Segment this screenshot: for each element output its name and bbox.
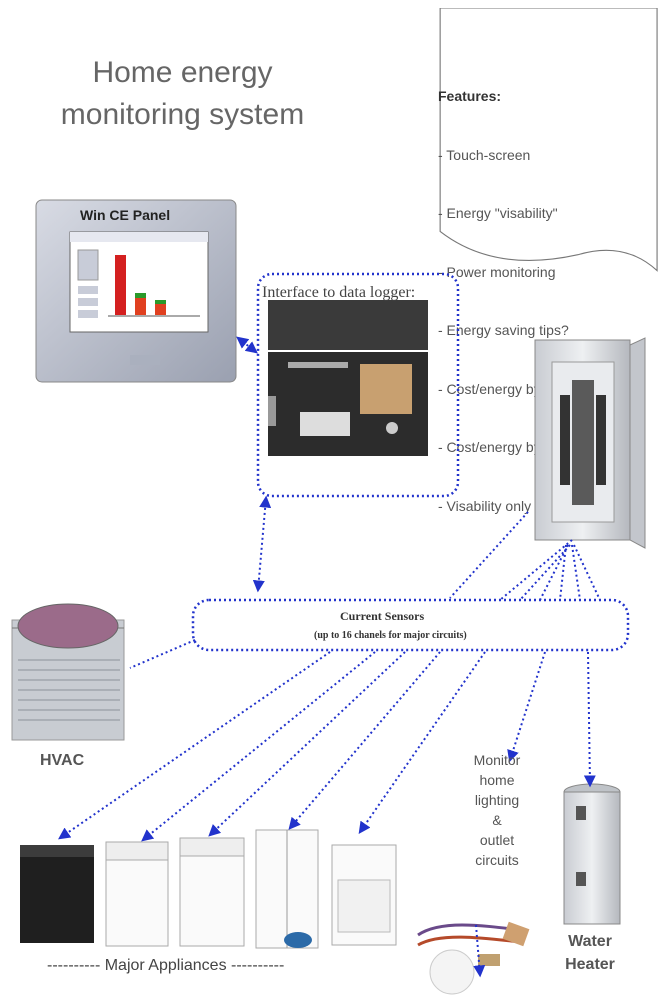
feature-item: - Energy saving tips?	[438, 322, 569, 338]
refrigerator-image	[255, 829, 319, 949]
features-callout	[439, 8, 658, 272]
title-line-1: Home energy	[92, 56, 273, 89]
hvac-image	[11, 603, 125, 741]
breaker-panel-image	[534, 337, 646, 549]
range-image	[331, 844, 397, 946]
dryer-image	[105, 841, 169, 947]
feature-item: - Energy "visability"	[438, 205, 558, 221]
features-list: Features: - Touch-screen - Energy "visab…	[438, 48, 635, 536]
monitor-line: &	[492, 812, 502, 828]
title-line-2: monitoring system	[60, 98, 305, 131]
page-title: Home energy monitoring system	[40, 52, 325, 136]
current-sensors-subtitle: (up to 16 chanels for major circuits)	[314, 630, 467, 641]
sensors-frame	[191, 598, 630, 652]
feature-item: - Power monitoring	[438, 263, 556, 280]
monitor-line: outlet	[479, 832, 515, 848]
dishwasher-image	[20, 845, 94, 943]
wince-panel-image	[35, 199, 237, 383]
washer-image	[179, 837, 245, 947]
logger-frame	[256, 272, 460, 498]
data-logger-image	[268, 300, 428, 456]
monitor-circuits-label: Monitor home lighting & outlet circuits	[452, 750, 542, 870]
features-heading: Features:	[438, 88, 502, 104]
monitor-line: Monitor	[473, 752, 521, 768]
data-logger-label: Interface to data logger:	[262, 284, 416, 301]
hvac-label: HVAC	[40, 752, 85, 769]
light-bulb-image	[417, 921, 530, 995]
wince-panel-label: Win CE Panel	[80, 207, 171, 223]
water-heater-line-1: Water	[568, 933, 612, 950]
feature-item: - Touch-screen	[438, 146, 531, 163]
connection-arrows	[58, 336, 601, 978]
monitor-line: home	[479, 772, 515, 788]
current-sensors-title: Current Sensors	[340, 609, 425, 623]
water-heater-image	[563, 783, 621, 925]
monitor-line: lighting	[474, 792, 520, 808]
water-heater-label: Water Heater	[560, 930, 620, 976]
major-appliances-label: ---------- Major Appliances ----------	[47, 957, 285, 974]
water-heater-line-2: Heater	[565, 956, 615, 973]
monitor-line: circuits	[475, 852, 519, 868]
